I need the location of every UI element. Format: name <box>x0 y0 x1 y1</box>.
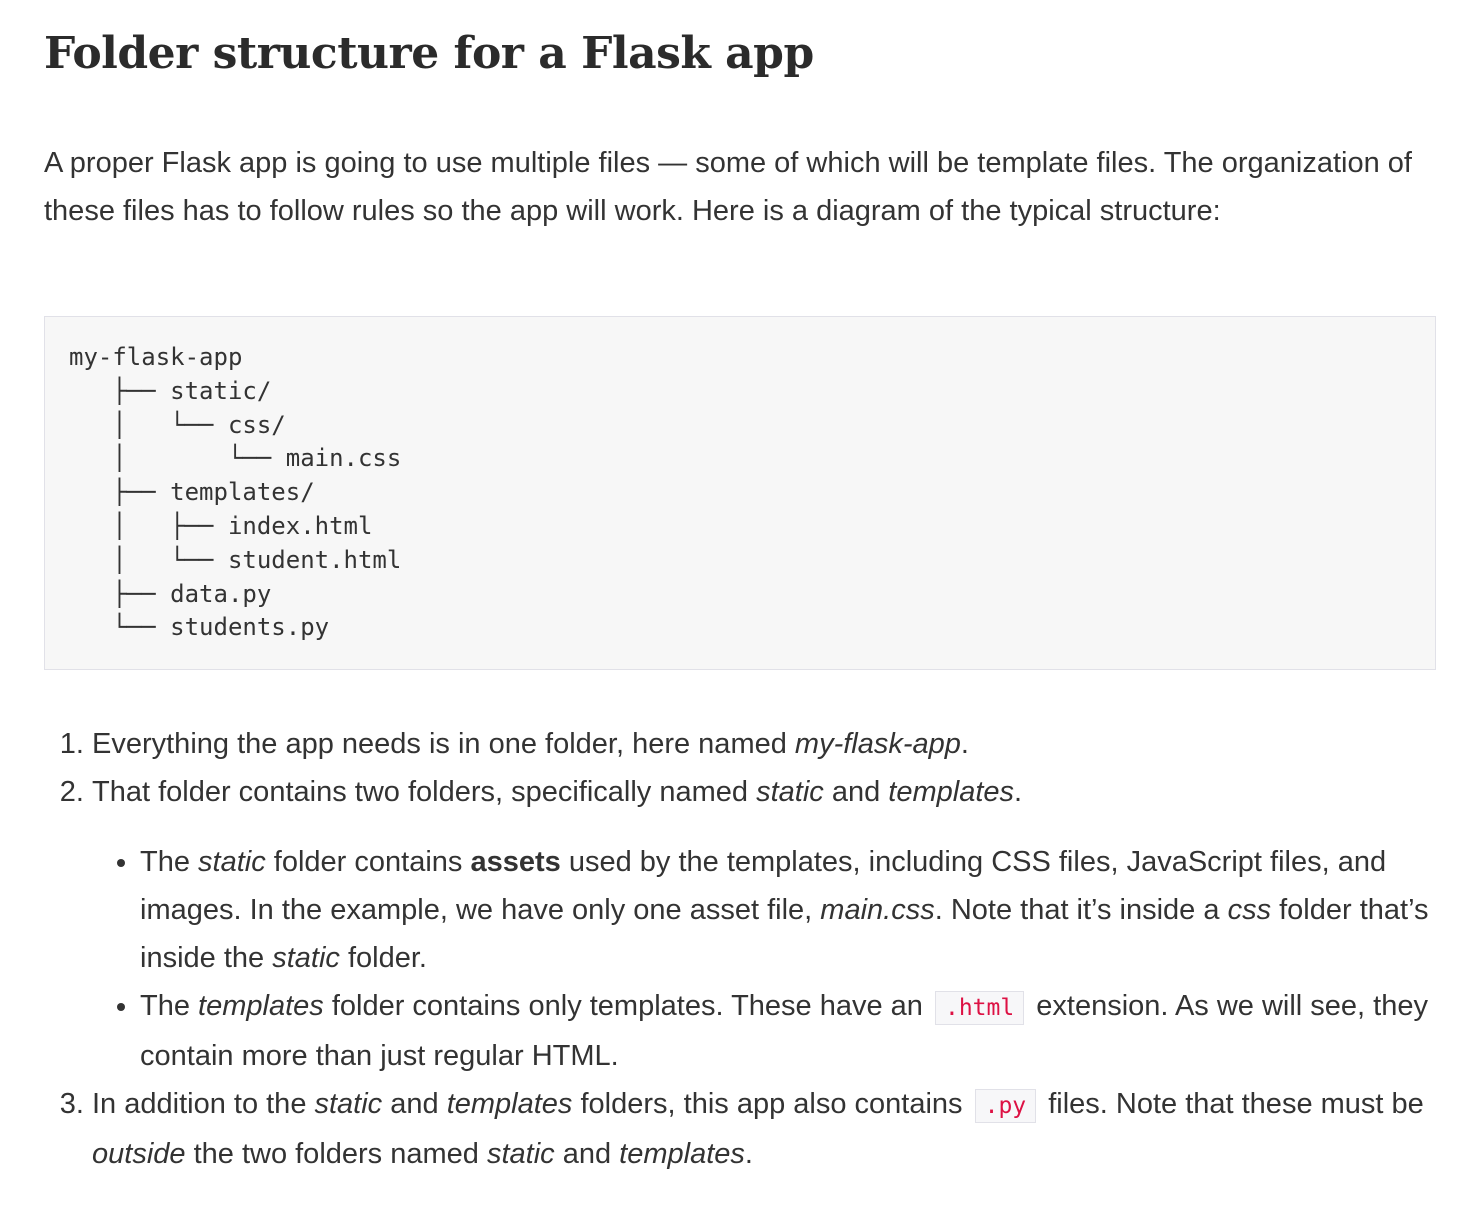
explanation-list: Everything the app needs is in one folde… <box>44 720 1434 1178</box>
tree-line: │ └── css/ <box>69 410 286 439</box>
tree-line: ├── static/ <box>69 376 272 405</box>
tree-line: ├── data.py <box>69 579 272 608</box>
page-title: Folder structure for a Flask app <box>44 28 814 79</box>
numbered-list: Everything the app needs is in one folde… <box>44 720 1434 1178</box>
list-item-1: Everything the app needs is in one folde… <box>92 720 1434 768</box>
tree-line: ├── templates/ <box>69 478 315 507</box>
inline-code-html: .html <box>934 991 1025 1025</box>
tree-line: └── students.py <box>69 613 330 642</box>
tree-line: │ └── student.html <box>69 545 402 574</box>
tree-line: my-flask-app <box>69 343 243 371</box>
bullet-item-static: The static folder contains assets used b… <box>140 838 1434 982</box>
list-item-3: In addition to the static and templates … <box>92 1080 1434 1178</box>
assets-term: assets <box>470 846 561 878</box>
tree-line: │ └── main.css <box>69 444 402 473</box>
folder-name: static <box>756 776 824 808</box>
intro-paragraph: A proper Flask app is going to use multi… <box>44 147 1412 227</box>
tree-line: │ ├── index.html <box>69 511 373 540</box>
list-item-2: That folder contains two folders, specif… <box>92 768 1434 1080</box>
folder-name: templates <box>888 776 1015 808</box>
bullet-item-templates: The templates folder contains only templ… <box>140 982 1434 1080</box>
folder-name: my-flask-app <box>794 728 961 760</box>
folder-tree-code-block: my-flask-app ├── static/ │ └── css/ │ └─… <box>44 316 1436 670</box>
bullet-list: The static folder contains assets used b… <box>92 838 1434 1080</box>
inline-code-py: .py <box>974 1089 1037 1123</box>
